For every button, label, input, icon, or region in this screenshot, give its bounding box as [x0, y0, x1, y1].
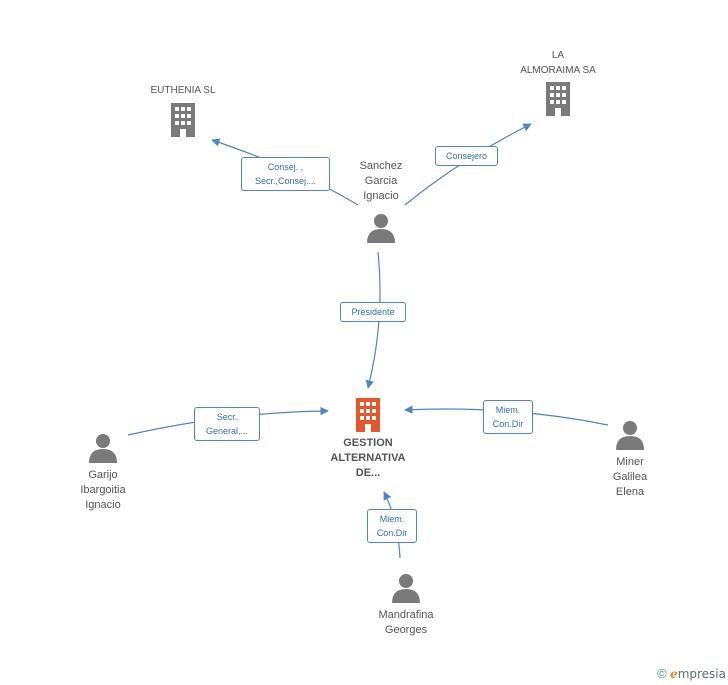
- garijo-label: Garijo Ibargoitia Ignacio: [80, 469, 126, 511]
- brand-logo-text: mpresia: [677, 667, 726, 681]
- relation-label-sanchez-euthenia[interactable]: Consej. , Secr.,Consej....: [241, 157, 330, 191]
- sanchez-label: Sanchez Garcia Ignacio: [359, 160, 403, 202]
- node-garijo[interactable]: Garijo Ibargoitia Ignacio: [53, 433, 153, 513]
- relation-label-garijo-center[interactable]: Secr. General,...: [194, 407, 260, 441]
- mandrafina-label: Mandrafina Georges: [378, 609, 434, 636]
- node-center-company[interactable]: GESTION ALTERNATIVA DE...: [318, 398, 418, 481]
- relation-label-miner-center[interactable]: Miem. Con.Dir: [483, 400, 533, 434]
- empresia-watermark: © empresia: [657, 666, 726, 681]
- relation-label-sanchez-almoraima[interactable]: Consejero: [435, 146, 498, 166]
- person-icon: [392, 574, 420, 603]
- relation-label-sanchez-center[interactable]: Presidente: [340, 302, 406, 322]
- miner-label: Miner Galilea Elena: [612, 456, 648, 498]
- relation-label-mandrafina-center[interactable]: Miem. Con.Dir: [367, 509, 417, 543]
- node-mandrafina[interactable]: Mandrafina Georges: [356, 573, 456, 638]
- node-miner[interactable]: Miner Galilea Elena: [580, 420, 680, 500]
- copyright-icon: ©: [657, 666, 667, 681]
- building-icon: [546, 82, 570, 116]
- person-icon: [616, 421, 644, 450]
- person-icon: [367, 214, 395, 243]
- node-almoraima[interactable]: LA ALMORAIMA SA: [508, 48, 608, 116]
- person-icon: [89, 434, 117, 463]
- building-icon: [171, 103, 195, 137]
- almoraima-label: LA ALMORAIMA SA: [520, 50, 596, 76]
- node-euthenia[interactable]: EUTHENIA SL: [133, 83, 233, 137]
- center-company-label: GESTION ALTERNATIVA DE...: [330, 437, 406, 479]
- brand-logo-e: e: [670, 667, 678, 681]
- node-sanchez[interactable]: Sanchez Garcia Ignacio: [331, 159, 431, 243]
- building-icon: [356, 398, 380, 432]
- euthenia-label: EUTHENIA SL: [150, 85, 216, 96]
